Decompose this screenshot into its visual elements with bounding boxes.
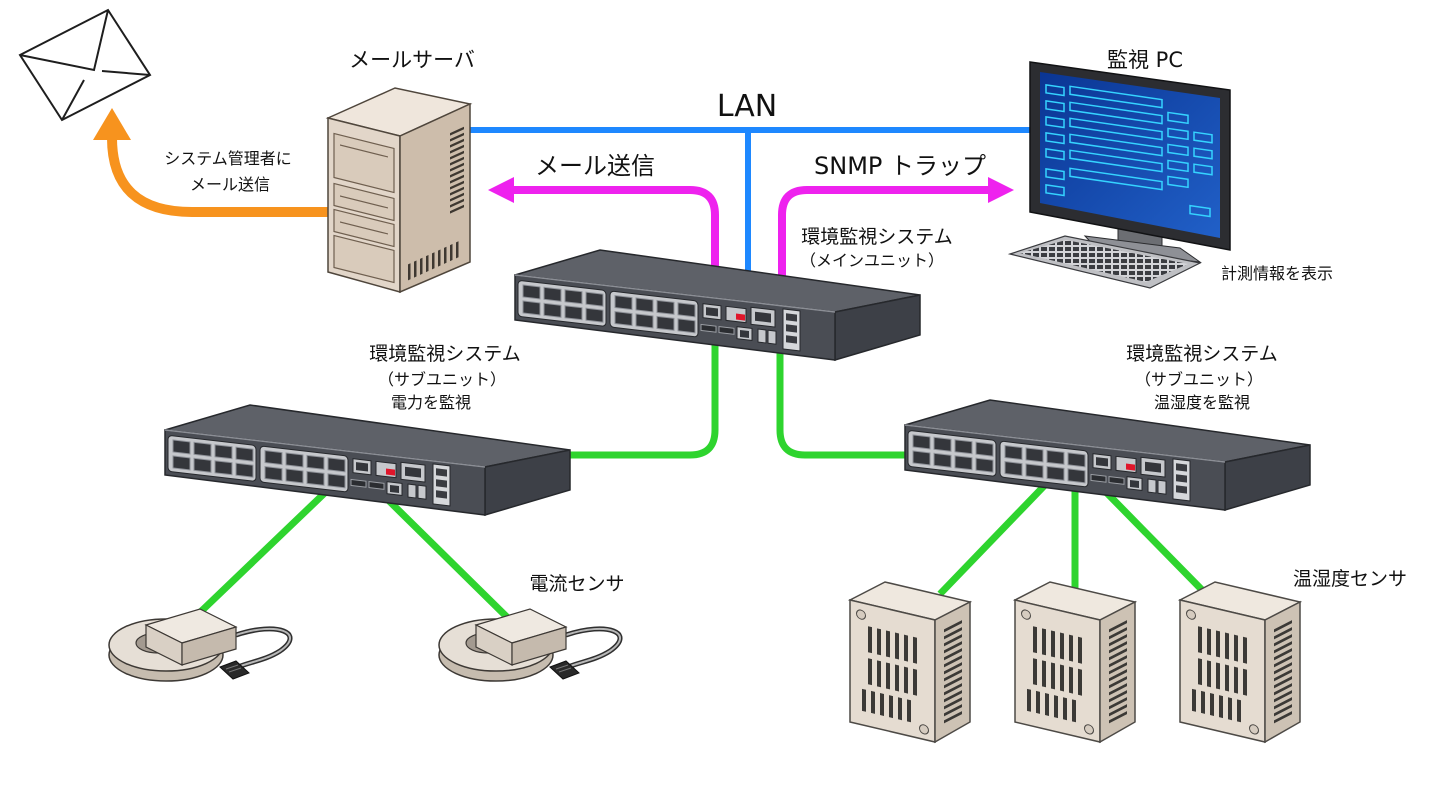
mail-send-line	[512, 186, 719, 282]
screen-measurement-grid	[1045, 84, 1213, 218]
server-tower-icon	[325, 87, 473, 294]
admin-mail-line	[107, 137, 332, 217]
sub-right-label-line3: 温湿度を監視	[1154, 393, 1250, 412]
mail-server-label: メールサーバ	[349, 48, 475, 72]
diagram-labels: メールサーバ LAN 監視 PC システム管理者に メール送信 メール送信 SN…	[164, 48, 1407, 595]
snmp-trap-arrowhead	[988, 177, 1014, 203]
main-unit-label-line2: （メインユニット）	[800, 251, 944, 270]
link-main-to-sub-right	[776, 335, 912, 459]
admin-mail-arrowhead	[93, 108, 131, 140]
monitor-pc-label: 監視 PC	[1107, 48, 1183, 72]
admin-mail-label-line2: メール送信	[190, 175, 270, 194]
sub-left-label-line1: 環境監視システム	[369, 343, 520, 365]
link-sub-right-to-th-sensor-3	[1097, 483, 1209, 597]
snmp-trap-label: SNMP トラップ	[814, 152, 986, 180]
sub-unit-left-switch-icon	[164, 404, 571, 516]
main-unit-label-line1: 環境監視システム	[801, 226, 952, 248]
snmp-trap-line	[778, 186, 990, 282]
link-sub-left-to-current-sensor-2	[375, 487, 515, 625]
link-sub-right-to-th-sensor-1	[937, 481, 1049, 597]
lan-label: LAN	[717, 89, 777, 124]
admin-mail-label-line1: システム管理者に	[164, 149, 292, 168]
sub-right-label-line2: （サブユニット）	[1135, 370, 1263, 389]
current-sensor-2-icon	[439, 609, 620, 681]
temp-humidity-sensor-label: 温湿度センサ	[1293, 568, 1407, 590]
sub-right-label-line1: 環境監視システム	[1126, 343, 1277, 365]
current-sensor-label: 電流センサ	[529, 573, 624, 595]
mail-send-label: メール送信	[535, 152, 655, 180]
temp-humidity-sensor-2-icon	[1014, 581, 1136, 743]
sub-left-label-line2: （サブユニット）	[378, 370, 506, 389]
connection-lines	[93, 108, 1209, 625]
keyboard-keys	[1020, 240, 1188, 282]
sub-unit-right-switch-icon	[904, 399, 1311, 511]
display-info-label: 計測情報を表示	[1221, 264, 1333, 283]
envelope-icon	[18, 8, 152, 122]
temp-humidity-sensor-1-icon	[849, 581, 971, 743]
desktop-pc-icon	[1007, 61, 1231, 289]
mail-send-arrowhead	[488, 177, 514, 203]
sub-left-label-line3: 電力を監視	[391, 393, 471, 412]
link-sub-left-to-current-sensor-1	[187, 483, 335, 625]
current-sensor-1-icon	[109, 609, 290, 681]
link-main-to-sub-left	[565, 335, 719, 459]
temp-humidity-sensor-3-icon	[1179, 581, 1301, 743]
